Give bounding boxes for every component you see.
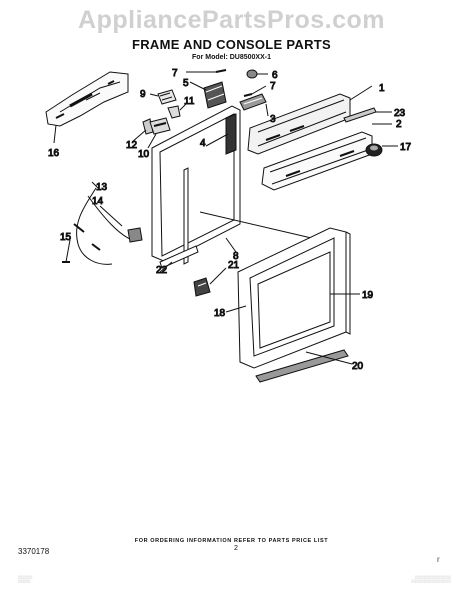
callout-10: 10: [138, 149, 150, 160]
fine-print-left: ░░░░░░░░░░░░░░░: [18, 576, 33, 583]
part-13-14-wire-harness: [73, 181, 143, 265]
page-title: FRAME AND CONSOLE PARTS: [131, 37, 331, 52]
callout-16: 16: [48, 148, 60, 159]
model-label: For Model: DU8500XX-1: [192, 54, 271, 61]
part-21-hinge-clip: [193, 267, 227, 297]
callout-21: 21: [228, 260, 240, 271]
callout-2: 2: [396, 119, 402, 130]
callout-22: 22: [156, 265, 168, 276]
part-7-screws: [186, 69, 267, 97]
callout-6: 6: [272, 70, 278, 81]
callout-12: 12: [126, 140, 138, 151]
part-5-control-block: [189, 81, 227, 109]
callout-4: 4: [200, 138, 206, 149]
corner-mark: r: [437, 555, 440, 564]
callout-14: 14: [92, 196, 104, 207]
callout-8: 8: [233, 251, 239, 262]
ordering-note: FOR ORDERING INFORMATION REFER TO PARTS …: [134, 538, 329, 544]
callout-9: 9: [140, 89, 146, 100]
callout-7a: 7: [172, 68, 178, 79]
part-10-latch: [147, 117, 171, 149]
part-19-door-glass: [257, 251, 360, 349]
part-17-knob: [365, 143, 398, 157]
part-16-console-bracket: [45, 71, 129, 144]
callout-19: 19: [362, 290, 374, 301]
callout-20: 20: [352, 361, 364, 372]
page-number: 2: [234, 545, 238, 552]
part-23-strip: [343, 107, 392, 123]
callout-13: 13: [96, 182, 108, 193]
callout-7b: 7: [270, 81, 276, 92]
part-22-bottom-strip: [159, 245, 199, 273]
callout-5: 5: [183, 78, 189, 89]
document-number: 3370178: [18, 547, 50, 556]
callout-11: 11: [184, 96, 195, 107]
part-4-door-frame: [151, 105, 241, 263]
part-3-spring: [239, 93, 269, 117]
watermark: AppliancePartsPros.com: [78, 6, 385, 34]
part-15-screw: [62, 239, 71, 263]
part-9-switch: [149, 89, 177, 105]
callout-17: 17: [400, 142, 412, 153]
callout-23: 23: [394, 108, 406, 119]
callout-3: 3: [270, 114, 276, 125]
part-8-trim-strip: [183, 167, 321, 265]
part-6-knob: [246, 69, 268, 79]
callout-18: 18: [214, 308, 226, 319]
part-20-bottom-trim: [255, 349, 353, 383]
part-11-clip: [167, 103, 187, 119]
callout-1: 1: [379, 83, 385, 94]
callout-15: 15: [60, 232, 72, 243]
fine-print-right: ░░░░░░░░░░░░░░░░░░░░░░░░░░░░░░░░░░░░░░░░…: [411, 576, 451, 583]
